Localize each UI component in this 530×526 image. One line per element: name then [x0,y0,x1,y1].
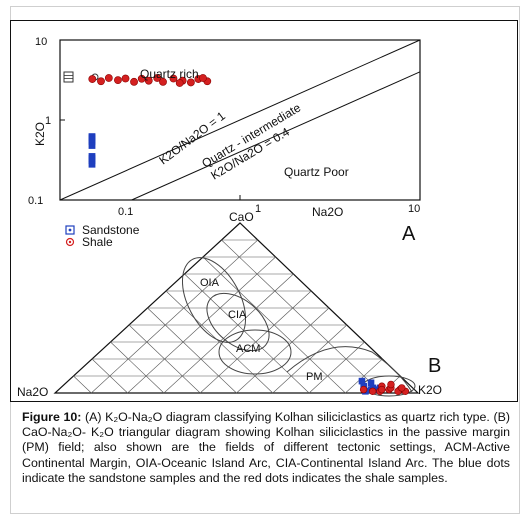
ternary-shale-point-11 [378,385,386,394]
y-tick-1: 1 [45,115,51,127]
ternary-grid-k2o-1 [91,239,259,394]
ternary-grid-k2o-3 [163,273,294,394]
ternary-grid-na2o-1 [221,239,382,394]
field-boundary-acm [218,329,292,375]
field-label-quartz-rich: Quartz rich [140,67,199,81]
sandstone-point-3 [88,142,96,149]
ternary-sandstone-point-4 [367,379,375,387]
field-boundary-pm [286,346,413,393]
y-tick-10: 10 [35,36,47,48]
figure-svg: 10 1 0.1 0.1 1 10 K2O Na2O Quartz rich Q… [17,36,442,399]
ternary-grid-na2o-7 [110,341,165,394]
field-boundary-oia [181,257,247,343]
panel-letter-a: A [402,223,416,245]
figure-caption: Figure 10: (A) K₂O-Na₂O diagram classify… [22,410,510,486]
ternary-shale-point-7 [359,385,368,394]
sandstone-point-4 [88,136,96,143]
ternary-grid-k2o-8 [345,358,383,394]
legend-sandstone-dot [68,228,72,232]
panel-a-plot [59,39,421,201]
ternary-shale-point-9 [398,384,406,392]
panel-b-plot [53,222,420,397]
shale-point-12 [186,78,195,87]
figure-frame [10,6,520,514]
legend-sandstone-marker [65,225,75,235]
x-tick-0.1: 0.1 [118,206,133,218]
x-tick-10: 10 [408,203,420,215]
shale-point-4 [121,74,130,83]
shale-point-16 [199,74,207,82]
field-label-oia: OIA [200,277,220,289]
ternary-grid-na2o-3 [184,273,310,394]
ternary-shale-point-10 [387,380,395,389]
vertex-label-na2o: Na2O [17,385,48,399]
ternary-shale-point-2 [368,387,377,395]
field-boundary-cia [206,292,270,352]
shale-point-3 [114,76,122,85]
vertex-label-k2o: K2O [418,383,442,397]
shale-point-2 [104,74,113,82]
field-label-pm: PM [306,371,323,383]
shale-point-10 [169,74,178,83]
caption-label: Figure 10: [22,410,82,424]
field-label-quartz-poor: Quartz Poor [284,165,349,179]
ternary-sandstone-point-5 [358,377,366,385]
ternary-grid-k2o-6 [272,324,348,394]
shale-point-9 [159,77,167,86]
shale-point-5 [130,77,138,86]
plot-box [10,20,518,402]
ternary-grid-k2o-7 [308,341,365,394]
reference-box-marker [63,71,74,83]
shale-point-6 [137,74,146,83]
x-axis-label: Na2O [312,205,343,219]
field-label-cia: CIA [228,309,247,321]
legend-shale-marker [65,237,75,247]
shale-point-8 [153,74,162,82]
y-tick-0.1: 0.1 [28,195,43,207]
sandstone-point-8 [88,155,96,162]
sandstone-point-7 [88,160,96,168]
ternary-grid-na2o-8 [91,358,128,394]
boundary-line-1 [131,71,421,201]
boundary-line-0 [59,39,421,201]
panel-letter-b: B [428,355,441,377]
caption-text: (A) K₂O-Na₂O diagram classifying Kolhan … [22,410,510,485]
x-tick-1: 1 [255,203,261,215]
legend: Sandstone Shale [65,223,140,249]
ternary-grid-na2o-6 [128,324,201,394]
vertex-label-cao: CaO [229,210,254,224]
legend-label-shale: Shale [82,235,113,249]
shale-point-15 [175,79,184,87]
legend-shale-dot [68,240,72,244]
ternary-grid-k2o-5 [236,307,330,394]
y-axis-label: K2O [33,122,47,146]
legend-label-sandstone: Sandstone [82,223,140,237]
shale-point-7 [144,76,153,85]
field-label-acm: ACM [236,343,260,355]
shale-point-0 [88,75,97,83]
shale-point-1 [97,77,105,86]
ternary-grid-na2o-5 [147,307,237,394]
ternary-grid-na2o-9 [73,375,92,394]
